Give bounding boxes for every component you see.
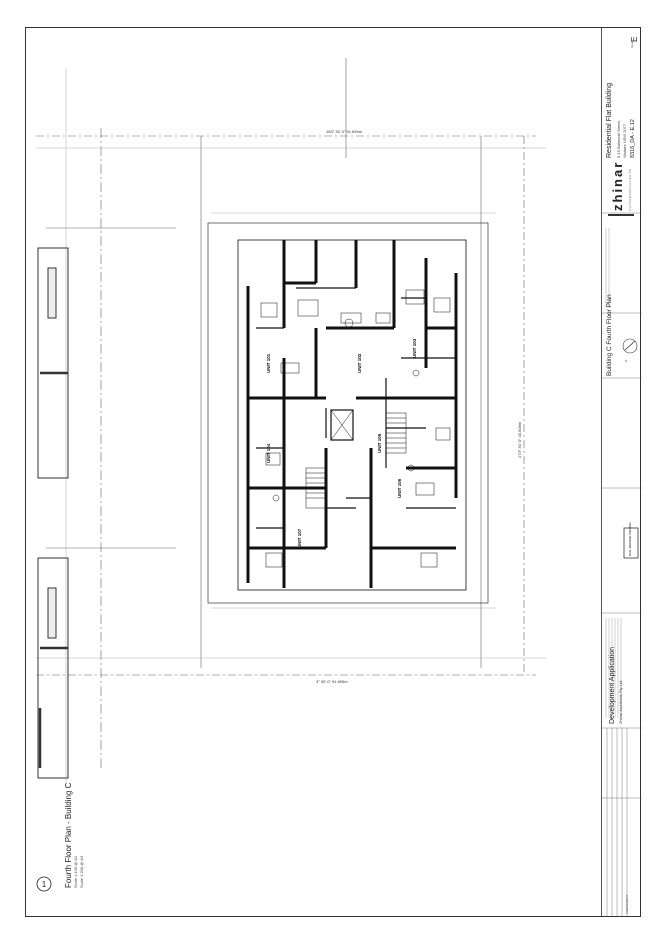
firm-logo: zhinar <box>610 160 625 211</box>
unit-label: UNIT 107 <box>297 528 302 548</box>
unit-label: UNIT 106 <box>397 478 402 498</box>
dbyd-badge: DIAL BEFORE YOU DIG <box>628 522 632 556</box>
project-name: Residential Flat Building <box>606 82 613 158</box>
drawing-sheet: UNIT 101 UNIT 102 UNIT 103 UNIT 104 UNIT… <box>25 27 642 917</box>
title-block: AMENDMENT Development Application Zhinar… <box>601 28 642 916</box>
project-address-line1: 5-15 Balmoral Street, <box>616 120 621 158</box>
unit-label: UNIT 104 <box>266 443 271 463</box>
unit-label: UNIT 105 <box>377 433 382 453</box>
sheet-title: Building C Fourth Floor Plan <box>606 294 613 376</box>
floor-plan-drawing: UNIT 101 UNIT 102 UNIT 103 UNIT 104 UNIT… <box>36 58 546 788</box>
side-dimension: 273° 30' 0" 40.908m <box>517 421 522 458</box>
scale-a3: Scale 1:200 @ A3 <box>79 855 84 888</box>
project-address-line2: Waitara NSW 2077 <box>622 123 627 158</box>
callout-number: 1 <box>42 880 47 889</box>
unit-label: UNIT 101 <box>266 353 271 373</box>
firm-tagline: Z H I N A R A R C H I T E C T S <box>628 169 632 211</box>
application-title: Development Application <box>609 646 616 724</box>
bottom-dimension: 3° 30' 0" 91.695m <box>316 679 348 684</box>
neighbour-buildings <box>37 247 69 779</box>
unit-label: UNIT 103 <box>412 338 417 358</box>
unit-label: UNIT 102 <box>357 353 362 373</box>
scale-a1: Scale 1:100 @ A1 <box>73 855 78 888</box>
grid-lines <box>36 68 546 788</box>
drawing-title: Fourth Floor Plan - Building C <box>64 782 73 888</box>
application-company: Zhinar Architects Pty Ltd <box>618 680 623 724</box>
drawing-number: 8316_DA - E.12 <box>630 119 636 158</box>
revision-letter: E <box>630 36 639 42</box>
top-dimension: 183° 30' 0" 91.695m <box>326 129 363 134</box>
building-outline <box>207 222 489 604</box>
north-label: N <box>624 359 628 362</box>
boundary-lines <box>36 58 536 768</box>
amendment-label: AMENDMENT <box>625 894 629 914</box>
drawing-callout-circle: 1 <box>36 876 52 892</box>
revision-table <box>602 212 642 916</box>
